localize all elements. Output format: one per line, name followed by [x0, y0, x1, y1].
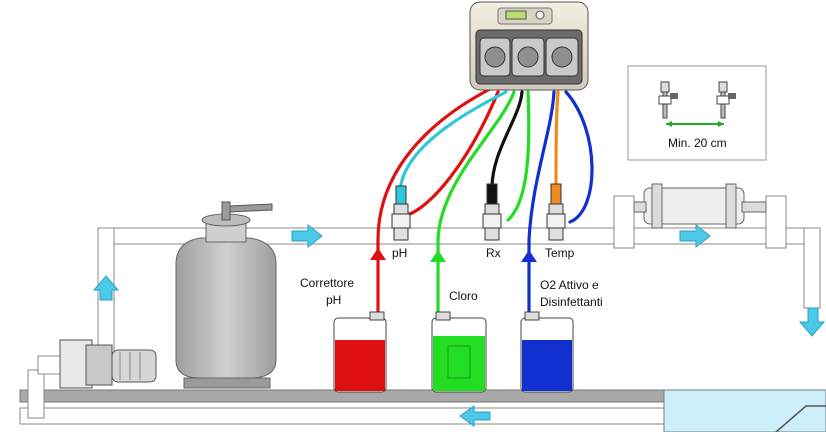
- inset-sensor-right-icon: [716, 81, 736, 119]
- dosing-controller-icon: [469, 1, 589, 91]
- tank-ph-corrector: [333, 311, 387, 393]
- label-o2-line2: Disinfettanti: [540, 295, 603, 309]
- label-chlorine: Cloro: [449, 289, 478, 303]
- label-ph-sensor: pH: [392, 246, 408, 260]
- sensor-rx: [482, 183, 502, 241]
- pool: [663, 389, 826, 432]
- pool-pump-icon: [37, 339, 157, 389]
- return-pipe: [19, 369, 671, 425]
- floor: [19, 389, 826, 403]
- sensor-temp: [546, 183, 566, 241]
- label-rx-sensor: Rx: [486, 246, 501, 260]
- suction-arrows: [370, 248, 537, 262]
- flow-arrow-icon: [92, 223, 826, 427]
- inset-min-distance-note: Min. 20 cm: [668, 136, 727, 150]
- inset-sensor-left-icon: [658, 81, 678, 119]
- dosing-lines: [376, 86, 594, 324]
- label-o2-line1: O2 Attivo e: [540, 278, 599, 292]
- sensor-ph: [391, 185, 411, 241]
- label-ph-corrector-line2: pH: [326, 293, 342, 307]
- tank-chlorine: [431, 311, 487, 393]
- label-ph-corrector-line1: Correttore: [300, 276, 355, 290]
- label-temp-sensor: Temp: [545, 246, 575, 260]
- tank-o2: [520, 311, 574, 393]
- sand-filter-icon: [175, 201, 277, 389]
- main-pipe: [97, 195, 821, 379]
- heat-exchanger-icon: [633, 183, 767, 229]
- installation-inset: [627, 65, 767, 161]
